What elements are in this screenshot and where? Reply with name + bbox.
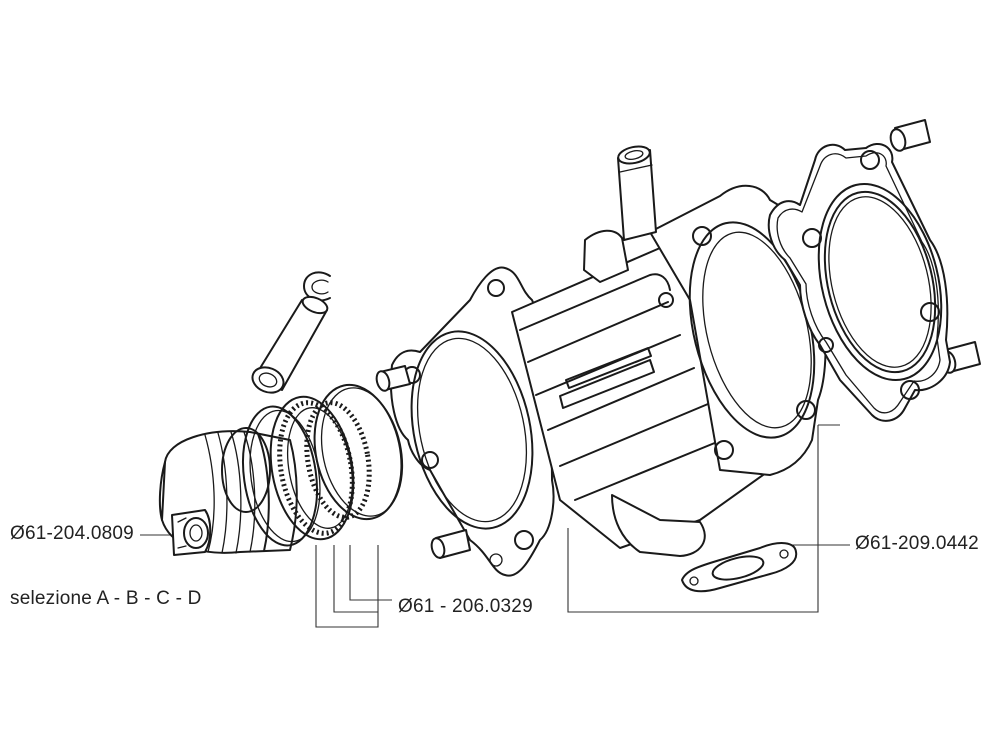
gaskets-code-label: Ø61-209.0442 [855,533,979,554]
compression-rings [242,383,404,547]
rings-code-label: Ø61 - 206.0329 [398,596,533,617]
piston [158,427,298,556]
oil-ring [269,395,372,541]
base-gasket [389,266,555,577]
piston-pin [251,295,329,394]
piston-selection-label: selezione A - B - C - D [10,588,202,609]
piston-code-label: Ø61-204.0809 [10,523,134,544]
head-gasket [767,143,951,422]
leader-lines [140,424,850,628]
small-gasket [681,542,798,593]
